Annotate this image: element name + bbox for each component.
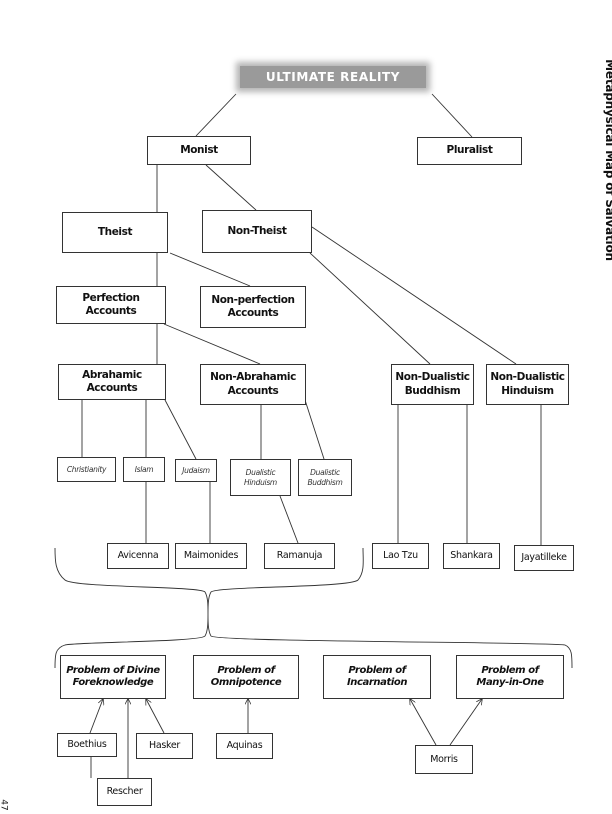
map-title: Metaphysical Map of Salvation <box>603 59 612 261</box>
node-islam: Islam <box>123 457 165 482</box>
node-theist-label: Theist <box>97 225 133 238</box>
thinker-aquinas-label: Aquinas <box>226 740 263 752</box>
node-nd-buddhism-label: Non-Dualistic Buddhism <box>395 371 470 397</box>
node-non-theist-label: Non-Theist <box>227 224 287 237</box>
node-perfection-label: Perfection Accounts <box>82 291 140 317</box>
node-jayatilleke-label: Jayatilleke <box>521 552 567 564</box>
problem-divine-foreknowledge: Problem of Divine Foreknowledge <box>60 655 166 699</box>
node-christianity: Christianity <box>57 457 116 482</box>
thinker-boethius: Boethius <box>57 733 117 757</box>
thinker-boethius-label: Boethius <box>67 739 107 751</box>
problem-foreknowledge-label: Problem of Divine Foreknowledge <box>66 664 160 689</box>
node-theist: Theist <box>62 212 168 253</box>
node-non-abrahamic-accounts: Non-Abrahamic Accounts <box>200 364 306 405</box>
node-pluralist: Pluralist <box>417 137 522 165</box>
thinker-hasker: Hasker <box>136 733 193 759</box>
thinker-rescher: Rescher <box>97 778 152 806</box>
node-avicenna: Avicenna <box>107 543 169 569</box>
node-perfection-accounts: Perfection Accounts <box>56 286 166 324</box>
node-maimonides: Maimonides <box>175 543 247 569</box>
thinker-rescher-label: Rescher <box>106 786 143 798</box>
node-nd-hinduism-label: Non-Dualistic Hinduism <box>490 371 565 397</box>
node-ramanuja: Ramanuja <box>264 543 335 569</box>
problem-incarnation-label: Problem of Incarnation <box>346 664 408 689</box>
node-shankara: Shankara <box>443 543 500 569</box>
node-dualistic-hinduism: Dualistic Hinduism <box>230 459 291 496</box>
node-abrahamic-label: Abrahamic Accounts <box>82 368 142 394</box>
node-non-dualistic-buddhism: Non-Dualistic Buddhism <box>391 364 474 405</box>
node-non-dualistic-hinduism: Non-Dualistic Hinduism <box>486 364 569 405</box>
node-pluralist-label: Pluralist <box>446 144 493 157</box>
problem-incarnation: Problem of Incarnation <box>323 655 431 699</box>
node-dualistic-hinduism-label: Dualistic Hinduism <box>244 468 277 487</box>
node-lao-tzu: Lao Tzu <box>372 543 429 569</box>
node-non-perfection-accounts: Non-perfection Accounts <box>200 286 306 328</box>
problem-many-in-one: Problem of Many-in-One <box>456 655 564 699</box>
thinker-aquinas: Aquinas <box>216 733 273 759</box>
node-non-perfection-label: Non-perfection Accounts <box>211 293 295 319</box>
thinker-morris-label: Morris <box>430 753 458 765</box>
node-non-abrahamic-label: Non-Abrahamic Accounts <box>210 371 296 397</box>
node-abrahamic-accounts: Abrahamic Accounts <box>58 364 166 400</box>
node-non-theist: Non-Theist <box>202 210 312 253</box>
node-christianity-label: Christianity <box>66 464 107 474</box>
node-ramanuja-label: Ramanuja <box>276 550 323 562</box>
node-maimonides-label: Maimonides <box>183 550 239 562</box>
node-jayatilleke: Jayatilleke <box>514 545 574 571</box>
node-islam-label: Islam <box>134 464 154 474</box>
node-dualistic-buddhism-label: Dualistic Buddhism <box>307 468 343 487</box>
ultimate-reality-banner: ULTIMATE REALITY <box>240 66 426 88</box>
node-avicenna-label: Avicenna <box>117 550 159 562</box>
problem-omnipotence-label: Problem of Omnipotence <box>210 664 282 689</box>
node-shankara-label: Shankara <box>450 550 493 562</box>
thinker-hasker-label: Hasker <box>148 740 181 752</box>
node-monist-label: Monist <box>180 143 218 156</box>
page-number: 47 <box>0 799 9 811</box>
thinker-morris: Morris <box>415 745 473 774</box>
node-monist: Monist <box>147 136 251 165</box>
problem-omnipotence: Problem of Omnipotence <box>193 655 299 699</box>
problem-many-in-one-label: Problem of Many-in-One <box>476 664 544 689</box>
node-lao-tzu-label: Lao Tzu <box>383 550 418 562</box>
node-judaism: Judaism <box>175 459 217 482</box>
node-judaism-label: Judaism <box>182 465 210 475</box>
node-dualistic-buddhism: Dualistic Buddhism <box>298 459 352 496</box>
